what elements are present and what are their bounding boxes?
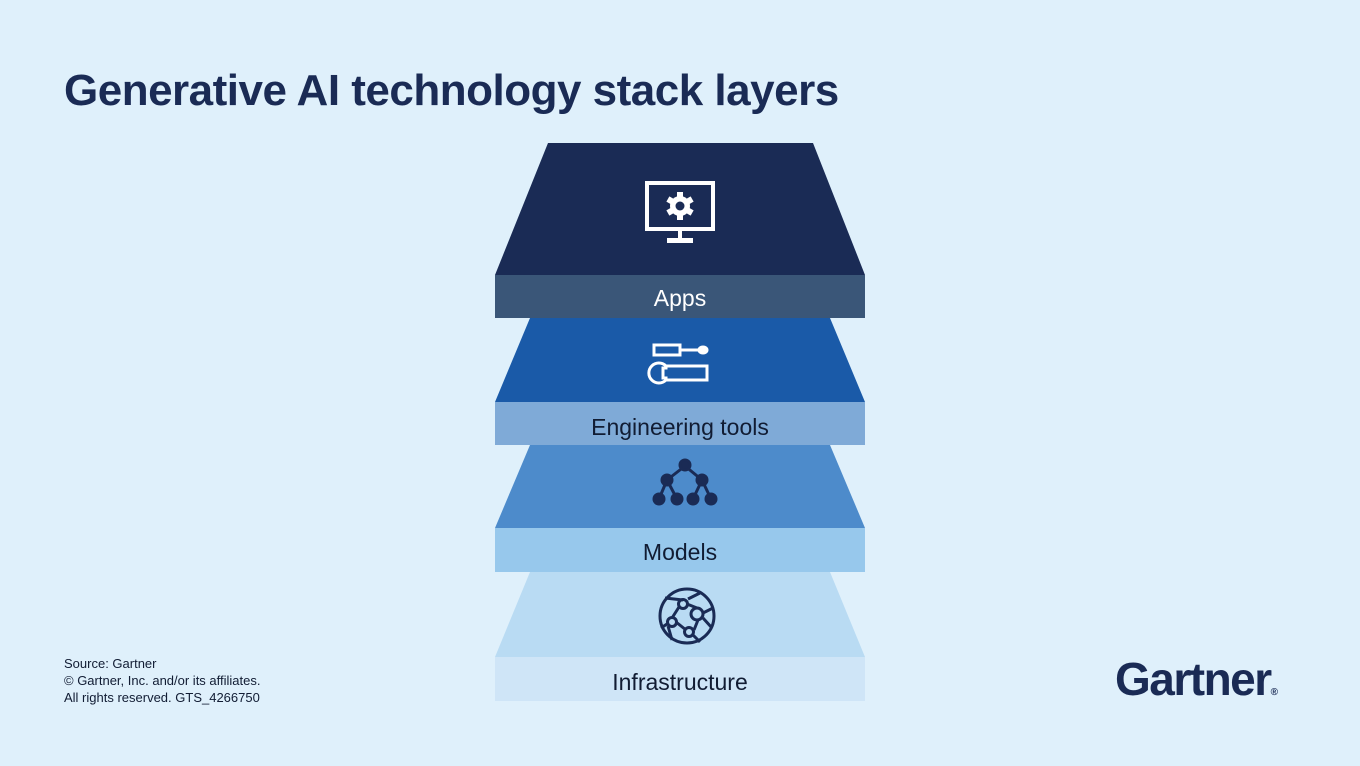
logo-text: Gartner — [1115, 653, 1272, 705]
gartner-logo: Gartner® — [1115, 652, 1278, 706]
layer-models-top — [495, 445, 865, 528]
layer-models-band — [495, 528, 865, 572]
tools-icon — [647, 343, 709, 385]
monitor-gear-icon — [645, 181, 715, 243]
globe-network-icon — [658, 587, 716, 645]
page-title: Generative AI technology stack layers — [64, 66, 839, 115]
layer-engineering-tools-band — [495, 402, 865, 445]
layer-infrastructure — [495, 572, 865, 701]
layer-apps-band — [495, 275, 865, 318]
layer-label-infrastructure: Infrastructure — [612, 669, 748, 695]
layer-apps — [495, 143, 865, 318]
tree-network-icon — [652, 458, 718, 506]
copyright-note: © Gartner, Inc. and/or its affiliates. — [64, 673, 261, 688]
layer-label-apps: Apps — [653, 285, 707, 311]
layer-engineering-tools-top — [495, 318, 865, 402]
layer-infrastructure-band — [495, 657, 865, 701]
rights-note: All rights reserved. GTS_4266750 — [64, 690, 260, 705]
registered-mark: ® — [1270, 687, 1279, 698]
layer-models — [495, 445, 865, 572]
source-note: Source: Gartner — [64, 656, 157, 671]
layer-engineering-tools — [495, 318, 865, 445]
footer-notes: Source: Gartner © Gartner, Inc. and/or i… — [64, 655, 261, 706]
layer-infrastructure-top — [495, 572, 865, 657]
layer-label-models: Models — [642, 539, 718, 565]
layer-label-engineering-tools: Engineering tools — [591, 414, 769, 440]
